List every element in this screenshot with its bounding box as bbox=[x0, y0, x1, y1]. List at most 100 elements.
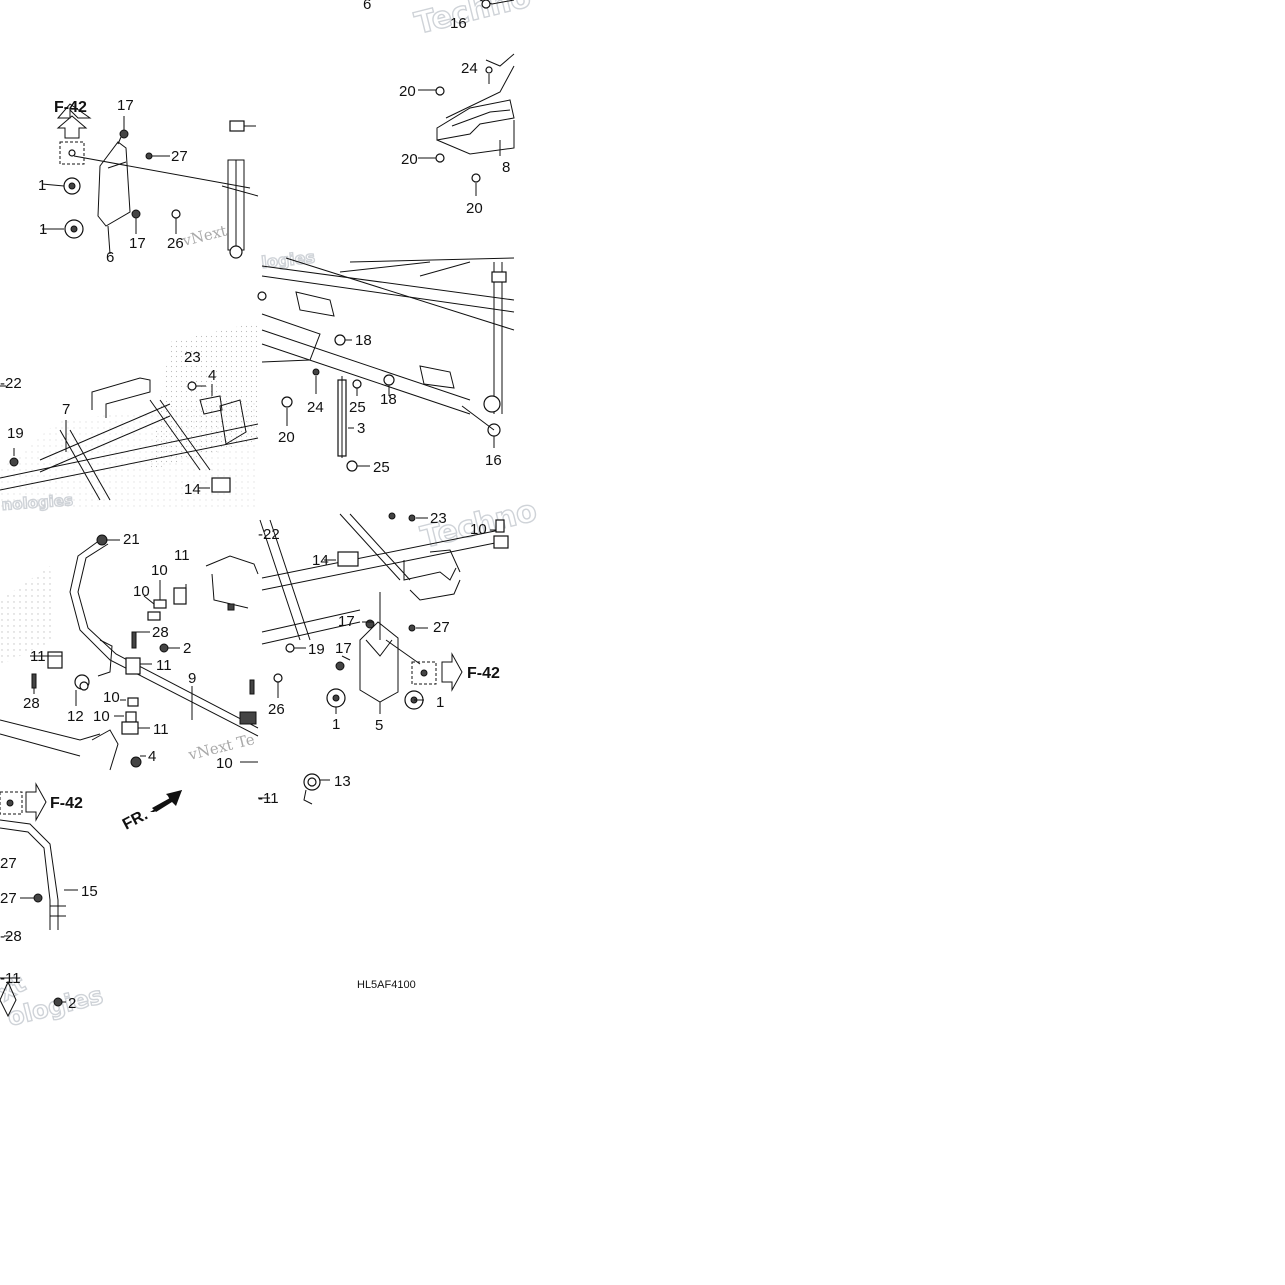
callout: 17 bbox=[338, 613, 355, 630]
clip-icon bbox=[257, 291, 267, 301]
callout: 11 bbox=[30, 648, 46, 665]
callout: 17 bbox=[117, 97, 134, 114]
bushing-icon bbox=[229, 245, 243, 259]
callout: -22 bbox=[0, 375, 22, 392]
bolt-icon bbox=[33, 893, 43, 903]
callout: 1 bbox=[39, 221, 47, 238]
front-marker: FR. bbox=[120, 806, 151, 833]
ref-label: F-42 bbox=[50, 795, 83, 812]
callout: 10 bbox=[93, 708, 110, 725]
clamp-icon bbox=[121, 721, 139, 735]
callout: 16 bbox=[450, 15, 467, 32]
block-icon bbox=[337, 551, 359, 567]
callout: 26 bbox=[167, 235, 184, 252]
pin-icon bbox=[147, 611, 161, 621]
bolt-icon bbox=[408, 624, 416, 632]
callout: 12 bbox=[67, 708, 84, 725]
callout: 28 bbox=[152, 624, 169, 641]
callout: 27 bbox=[0, 855, 17, 872]
nut-icon bbox=[131, 209, 141, 219]
diagram-code: HL5AF4100 bbox=[357, 979, 416, 991]
washer-icon bbox=[273, 673, 283, 683]
bolt-icon bbox=[420, 669, 428, 677]
callout: 19 bbox=[7, 425, 24, 442]
clamp-icon bbox=[47, 651, 63, 669]
callout: 6 bbox=[106, 249, 114, 266]
callout: 16 bbox=[485, 452, 502, 469]
pin-icon bbox=[127, 697, 139, 707]
callout: 14 bbox=[184, 481, 201, 498]
nut-icon bbox=[408, 514, 416, 522]
watermark-layer: Techno vNext logies Techno vNext Te nolo… bbox=[0, 0, 541, 1033]
clamp-icon bbox=[239, 711, 257, 725]
callout: 3 bbox=[357, 420, 365, 437]
callout: 13 bbox=[334, 773, 351, 790]
callout: 4 bbox=[208, 367, 216, 384]
callout: 5 bbox=[375, 717, 383, 734]
callout: 10 bbox=[103, 689, 120, 706]
bolt-icon bbox=[131, 631, 137, 649]
callout: 26 bbox=[268, 701, 285, 718]
nut-icon bbox=[119, 129, 129, 139]
bushing-icon bbox=[70, 225, 78, 233]
bolt-icon bbox=[249, 679, 255, 695]
nut-icon bbox=[334, 334, 346, 346]
watermark: vNext bbox=[180, 222, 229, 251]
callout: 24 bbox=[461, 60, 478, 77]
callout: 11 bbox=[156, 657, 172, 674]
bolt-icon bbox=[227, 603, 235, 611]
pin-icon bbox=[125, 711, 137, 723]
callout: 27 bbox=[0, 890, 17, 907]
callout: 27 bbox=[171, 148, 188, 165]
callout: -11 bbox=[258, 790, 279, 807]
nut-icon bbox=[365, 619, 375, 629]
callout: -11 bbox=[0, 970, 21, 987]
callout: 6 bbox=[363, 0, 371, 13]
clip-icon bbox=[471, 173, 481, 183]
stipple-area bbox=[0, 400, 258, 510]
panel-frame-left bbox=[0, 377, 259, 501]
callout: 20 bbox=[401, 151, 418, 168]
clip-icon bbox=[435, 86, 445, 96]
callout: 14 bbox=[312, 552, 329, 569]
clamp-icon bbox=[125, 657, 141, 675]
nut-icon bbox=[388, 512, 396, 520]
bolt-icon bbox=[312, 368, 320, 376]
washer-icon bbox=[171, 209, 181, 219]
cap-icon bbox=[229, 120, 245, 132]
bolt-icon bbox=[485, 66, 493, 74]
stipple-area bbox=[0, 566, 55, 665]
callout: 25 bbox=[349, 399, 366, 416]
spring-icon bbox=[307, 777, 317, 787]
panel-rod-assembly bbox=[0, 534, 259, 771]
callout: 10 bbox=[133, 583, 150, 600]
callout: 20 bbox=[278, 429, 295, 446]
callout: 7 bbox=[62, 401, 70, 418]
washer-icon bbox=[285, 643, 295, 653]
bolt-icon bbox=[31, 673, 37, 689]
bolt-icon bbox=[145, 152, 153, 160]
clamp-icon bbox=[493, 535, 509, 549]
clip-icon bbox=[435, 153, 445, 163]
panel-skid-plate bbox=[418, 0, 515, 196]
nut-icon bbox=[346, 460, 358, 472]
callout: 15 bbox=[81, 883, 98, 900]
nut-icon bbox=[352, 379, 362, 389]
watermark: logies bbox=[260, 247, 315, 272]
callout: 8 bbox=[502, 159, 510, 176]
clip-icon bbox=[281, 396, 293, 408]
bushing-icon bbox=[483, 395, 501, 413]
callout: 17 bbox=[335, 640, 352, 657]
nut-icon bbox=[335, 661, 345, 671]
panel-frame-right bbox=[257, 257, 515, 472]
bushing-icon bbox=[68, 182, 76, 190]
callout: 25 bbox=[373, 459, 390, 476]
panel-bracket-5 bbox=[259, 512, 509, 714]
panel-bar-15 bbox=[0, 761, 330, 1018]
callout: 19 bbox=[308, 641, 325, 658]
clamp-icon bbox=[173, 587, 187, 605]
callout: -22 bbox=[258, 526, 280, 543]
callout: 11 bbox=[174, 547, 190, 564]
callout: 18 bbox=[355, 332, 372, 349]
